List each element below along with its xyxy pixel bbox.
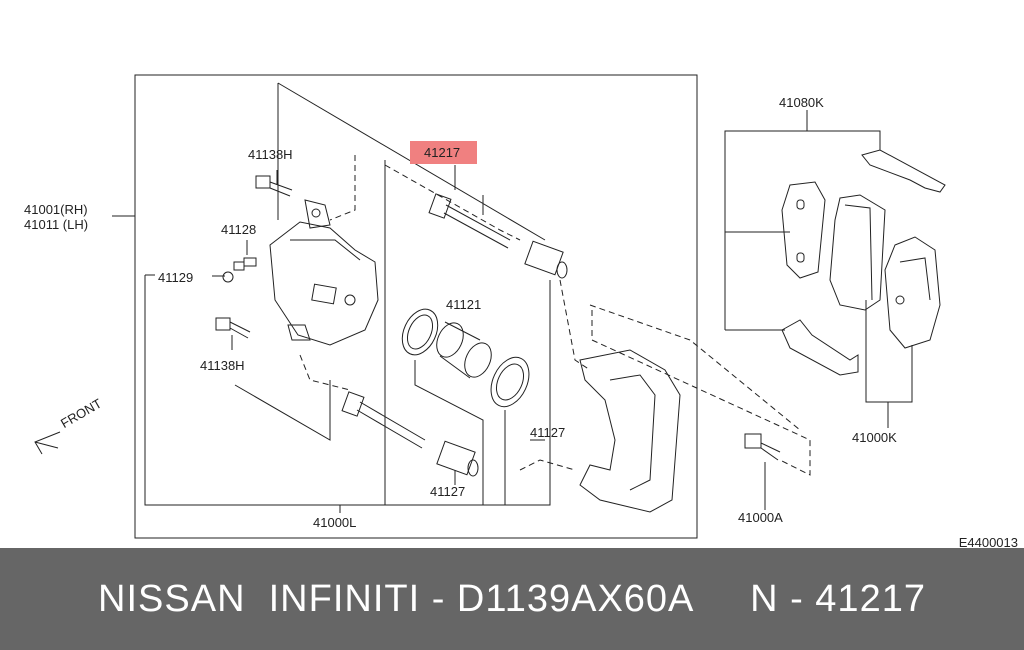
label-41129: 41129 bbox=[158, 270, 194, 285]
pad-center bbox=[829, 194, 886, 311]
bolt-lower-drawing bbox=[215, 317, 251, 339]
label-41080k: 41080K bbox=[779, 95, 824, 110]
assembly-frame bbox=[134, 74, 698, 539]
label-41011: 41011 (LH) bbox=[24, 217, 89, 232]
label-41000a: 41000A bbox=[738, 510, 783, 525]
diagram-code: E4400013 bbox=[958, 535, 1018, 550]
piston-boot bbox=[490, 356, 530, 408]
pad-set-bracket bbox=[865, 300, 913, 403]
label-41127-upper: 41127 bbox=[530, 425, 566, 440]
label-41128: 41128 bbox=[221, 222, 257, 237]
guide-pin-lower bbox=[341, 391, 426, 449]
mount-bolt-drawing bbox=[744, 433, 781, 461]
guide-pin-upper bbox=[428, 193, 511, 249]
boot-upper bbox=[524, 240, 568, 279]
label-41138h-lower: 41138H bbox=[200, 358, 245, 373]
caliper-body bbox=[269, 199, 379, 346]
boot-lower bbox=[436, 440, 479, 477]
torque-member bbox=[579, 349, 681, 513]
footer-title: NISSAN INFINITI - D1139AX60A N - 41217 bbox=[98, 578, 926, 620]
footer-banner: NISSAN INFINITI - D1139AX60A N - 41217 bbox=[0, 548, 1024, 650]
pad-right bbox=[884, 236, 941, 349]
front-arrow bbox=[34, 431, 61, 455]
pad-left bbox=[781, 181, 826, 279]
label-41127-lower: 41127 bbox=[430, 484, 466, 499]
shim-upper bbox=[861, 149, 946, 193]
piston bbox=[436, 321, 492, 379]
bleeder-drawing bbox=[222, 257, 257, 283]
label-41001: 41001(RH) bbox=[24, 202, 88, 217]
highlighted-part-label: 41217 bbox=[424, 145, 461, 160]
piston-seal bbox=[401, 308, 439, 356]
highlighted-part-box: 41217 bbox=[410, 141, 477, 164]
pad-kit-bracket bbox=[724, 130, 881, 330]
parts-diagram bbox=[34, 74, 946, 539]
label-41000k: 41000K bbox=[852, 430, 897, 445]
bolt-upper-drawing bbox=[255, 175, 293, 197]
label-41121: 41121 bbox=[446, 297, 482, 312]
label-41138h-upper: 41138H bbox=[248, 147, 293, 162]
label-41000l: 41000L bbox=[313, 515, 357, 530]
shim-lower bbox=[781, 319, 859, 376]
